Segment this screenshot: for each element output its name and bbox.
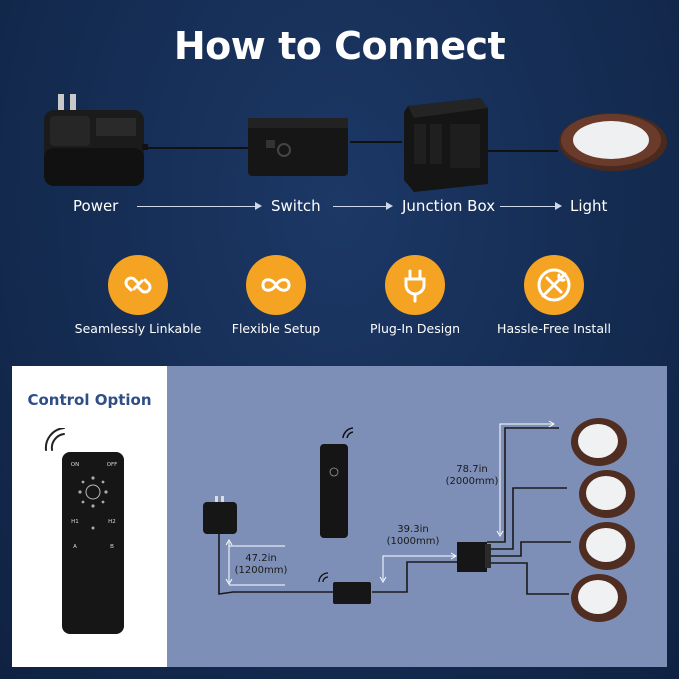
wiring-diagram-panel: 47.2in (1200mm) 39.3in (1000mm) 78.7in (…: [167, 366, 667, 667]
cable-length-power: 47.2in (1200mm): [234, 553, 288, 576]
feature-label: Flexible Setup: [231, 321, 321, 336]
remote-control-image: ON OFF H1 H2 A B: [44, 428, 124, 634]
no-tools-icon: [524, 255, 584, 315]
remote-image-small: [320, 427, 354, 538]
switch-box-small: [318, 572, 371, 604]
puck-light-image: [559, 113, 667, 171]
power-adapter-image: [44, 94, 148, 186]
plug-icon: [385, 255, 445, 315]
switch-box-image: [248, 118, 348, 176]
page-title: How to Connect: [173, 24, 506, 68]
junction-box-small: [457, 542, 491, 572]
flow-arrow: [500, 202, 562, 210]
adapter-image-small: [203, 496, 237, 534]
feature-label: Plug-In Design: [369, 321, 461, 336]
feature-label: Seamlessly Linkable: [74, 321, 202, 336]
flow-step-junction-box: Junction Box: [402, 197, 496, 215]
puck-lights-small: [571, 418, 635, 622]
link-icon: [108, 255, 168, 315]
remote-h1-label: H1: [71, 519, 79, 525]
light-cable: [488, 150, 558, 152]
infinity-icon: [246, 255, 306, 315]
cable-length-switch: 39.3in (1000mm): [386, 524, 440, 547]
remote-on-label: ON: [71, 462, 79, 468]
wiring-diagram: [203, 418, 635, 622]
remote-a-label: A: [73, 544, 77, 550]
feature-label: Hassle-Free Install: [497, 321, 611, 336]
remote-h2-label: H2: [108, 519, 116, 525]
flow-step-power: Power: [73, 197, 119, 215]
power-cable: [148, 147, 248, 149]
remote-b-label: B: [110, 544, 114, 550]
control-option-panel: Control Option ON OFF H1 H2 A B: [12, 366, 167, 667]
junction-box-image: [404, 98, 488, 192]
switch-cable: [350, 141, 402, 143]
flow-step-switch: Switch: [271, 197, 321, 215]
control-option-title: Control Option: [27, 391, 152, 409]
flow-step-light: Light: [570, 197, 608, 215]
flow-arrow: [137, 202, 262, 210]
cable-length-light: 78.7in (2000mm): [445, 464, 499, 487]
remote-off-label: OFF: [107, 462, 118, 468]
flow-arrow: [333, 202, 393, 210]
